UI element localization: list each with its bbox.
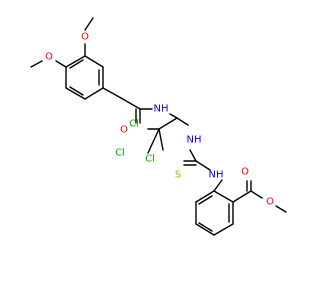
bond: [213, 223, 234, 236]
oxygen-atom-methoxy-left: O: [45, 52, 53, 63]
bond: [147, 128, 160, 154]
bond: [65, 87, 86, 100]
bond: [198, 195, 213, 205]
oxygen-atom-ester: O: [266, 197, 274, 208]
sulfur-atom-thiourea: S: [175, 170, 181, 181]
bond: [250, 190, 263, 199]
bond: [84, 87, 104, 100]
bond: [158, 128, 164, 151]
bond: [176, 117, 189, 126]
bond: [275, 205, 287, 213]
chlorine-atom-2: Cl: [115, 148, 125, 159]
bond: [84, 17, 94, 31]
bond: [102, 87, 122, 99]
bond: [232, 190, 252, 203]
oxygen-atom-methoxy-top: O: [81, 32, 89, 43]
nitrogen-atom-thiourea-1: NH: [187, 135, 202, 146]
bond: [69, 59, 84, 69]
oxygen-atom-amide: O: [120, 125, 128, 136]
atom-label-layer: O O O NH Cl Cl Cl NH S NH O O: [45, 32, 274, 208]
bond: [213, 190, 234, 203]
nitrogen-atom-amide: NH: [154, 104, 169, 115]
bond: [158, 117, 178, 130]
bond-layer: [30, 17, 287, 236]
nitrogen-atom-thiourea-2: NH: [209, 170, 224, 181]
bond: [198, 222, 213, 232]
bond: [30, 60, 43, 68]
bond: [195, 223, 215, 236]
chlorine-atom-3: Cl: [145, 154, 155, 165]
oxygen-atom-ester-carbonyl: O: [241, 167, 249, 178]
bond: [169, 113, 178, 119]
bond: [55, 60, 67, 68]
bond: [65, 55, 86, 68]
bond: [213, 179, 223, 192]
bond: [195, 160, 211, 171]
bond: [84, 55, 104, 68]
bond: [69, 86, 84, 96]
chemical-structure: O O O NH Cl Cl Cl NH S NH O O: [30, 17, 287, 236]
bond: [120, 97, 141, 110]
bond: [195, 190, 215, 203]
chlorine-atom-1: Cl: [129, 119, 139, 130]
bond: [189, 149, 197, 162]
